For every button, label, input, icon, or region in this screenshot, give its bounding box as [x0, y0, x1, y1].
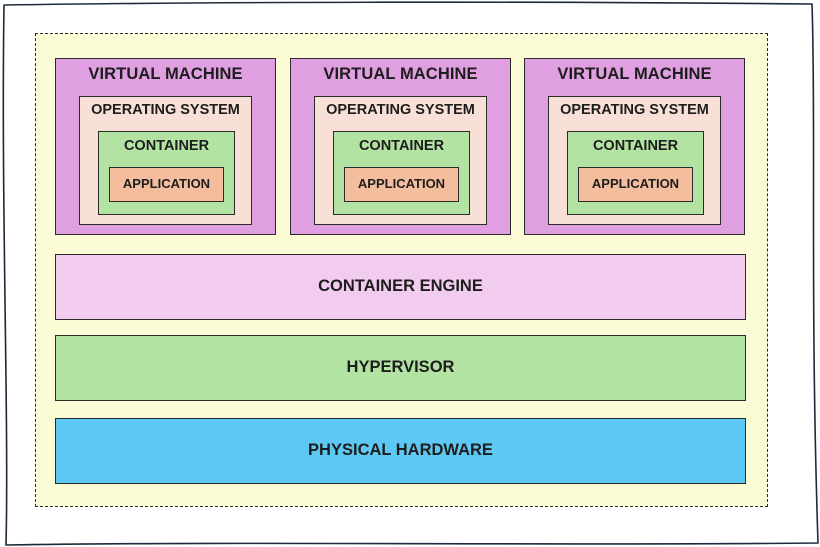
operating-system-label: OPERATING SYSTEM: [91, 102, 240, 118]
container-box: CONTAINER APPLICATION: [333, 131, 470, 215]
application-box: APPLICATION: [109, 167, 224, 202]
operating-system-label: OPERATING SYSTEM: [560, 102, 709, 118]
physical-hardware-layer: PHYSICAL HARDWARE: [55, 418, 746, 484]
virtual-machine-box: VIRTUAL MACHINE OPERATING SYSTEM CONTAIN…: [524, 58, 745, 235]
virtual-machine-box: VIRTUAL MACHINE OPERATING SYSTEM CONTAIN…: [55, 58, 276, 235]
operating-system-box: OPERATING SYSTEM CONTAINER APPLICATION: [79, 96, 252, 225]
application-box: APPLICATION: [344, 167, 459, 202]
application-box: APPLICATION: [578, 167, 693, 202]
container-label: CONTAINER: [358, 138, 445, 154]
virtual-machine-label: VIRTUAL MACHINE: [88, 65, 243, 83]
virtual-machine-box: VIRTUAL MACHINE OPERATING SYSTEM CONTAIN…: [290, 58, 511, 235]
container-label: CONTAINER: [592, 138, 679, 154]
operating-system-label: OPERATING SYSTEM: [326, 102, 475, 118]
virtual-machine-label: VIRTUAL MACHINE: [557, 65, 712, 83]
diagram-canvas: VIRTUAL MACHINE OPERATING SYSTEM CONTAIN…: [35, 33, 768, 507]
container-engine-layer: CONTAINER ENGINE: [55, 254, 746, 320]
operating-system-box: OPERATING SYSTEM CONTAINER APPLICATION: [314, 96, 487, 225]
container-box: CONTAINER APPLICATION: [567, 131, 704, 215]
container-label: CONTAINER: [123, 138, 210, 154]
virtual-machine-label: VIRTUAL MACHINE: [323, 65, 478, 83]
container-box: CONTAINER APPLICATION: [98, 131, 235, 215]
operating-system-box: OPERATING SYSTEM CONTAINER APPLICATION: [548, 96, 721, 225]
hypervisor-layer: HYPERVISOR: [55, 335, 746, 401]
